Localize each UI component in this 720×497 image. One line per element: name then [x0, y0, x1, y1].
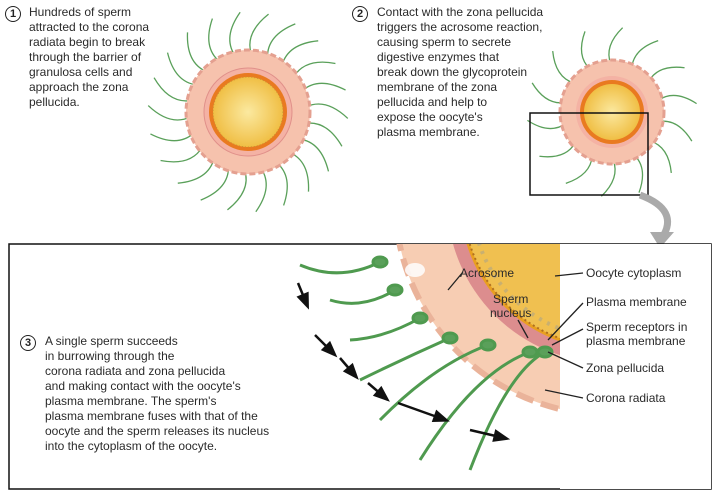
sperm-tail: [299, 138, 330, 172]
sperm-tail: [276, 162, 288, 206]
sperm-tail: [200, 166, 230, 201]
sperm-head: [521, 345, 539, 359]
label-oocyte-cytoplasm: Oocyte cytoplasm: [586, 266, 682, 280]
arrowhead: [320, 340, 338, 358]
sperm-tail: [147, 105, 191, 121]
step-3-number: 3: [20, 335, 36, 351]
label-corona-radiata: Corona radiata: [586, 391, 666, 405]
sperm-tail: [229, 11, 241, 56]
label-acrosome: Acrosome: [460, 266, 515, 280]
sperm-tail: [301, 82, 346, 92]
step-2-number: 2: [352, 6, 368, 22]
sperm-head: [441, 331, 459, 345]
sperm-tail: [281, 40, 319, 66]
sperm-tail: [186, 32, 207, 73]
sperm-tail: [565, 155, 593, 184]
sperm-tail: [580, 31, 591, 70]
oocyte-stage-2: [527, 27, 697, 197]
zoom-arrow: [638, 191, 672, 240]
arrow: [397, 401, 441, 420]
sperm-tail: [289, 151, 310, 192]
sperm-tail: [293, 61, 336, 77]
sperm-tail: [633, 154, 644, 193]
sperm-tail: [266, 23, 296, 58]
sperm-tail: [600, 159, 616, 197]
step-3-text: A single sperm succeeds in burrowing thr…: [45, 334, 270, 453]
sperm-head: [411, 311, 429, 325]
sperm-tail: [177, 158, 215, 184]
step-1-text: Hundreds of sperm attracted to the coron…: [29, 5, 150, 109]
sperm-tail: [255, 168, 267, 213]
step-2-text: Contact with the zona pellucida triggers…: [377, 5, 544, 139]
arrowhead: [492, 429, 511, 442]
label-sperm-nucleus: Sperm nucleus: [490, 292, 532, 320]
sperm-tail: [166, 52, 197, 86]
label-leaders: [447, 271, 584, 399]
sperm-tail: [160, 147, 203, 163]
label-sperm-receptors: Sperm receptors in plasma membrane: [586, 320, 688, 348]
sperm-tail: [150, 132, 195, 142]
zoom-region-box: [529, 112, 649, 196]
sperm-head: [536, 345, 554, 359]
sperm: [359, 336, 451, 382]
sperm-tail: [650, 140, 672, 173]
sperm-tail: [208, 18, 220, 62]
arrowhead: [296, 291, 309, 310]
movement-arrows: [296, 282, 511, 442]
label-plasma-membrane: Plasma membrane: [586, 295, 687, 309]
sperm: [299, 260, 381, 275]
sperm-tail: [631, 40, 659, 69]
sperm: [468, 350, 546, 471]
sperm-head: [371, 255, 389, 269]
sperm-tail: [249, 13, 269, 55]
arrowhead: [342, 362, 359, 380]
step-1-number: 1: [5, 6, 21, 22]
sperm: [378, 343, 489, 422]
arrowhead: [431, 409, 450, 423]
detail-illustration: [299, 244, 711, 489]
arrowhead: [372, 385, 390, 402]
sperm-head: [479, 338, 497, 352]
oocyte-stage-1: [147, 11, 349, 213]
sperm: [418, 350, 531, 461]
sperm-head: [386, 283, 404, 297]
sperm-tail: [305, 103, 349, 119]
sperm-tail: [227, 169, 247, 211]
label-zona-pellucida: Zona pellucida: [586, 361, 665, 375]
